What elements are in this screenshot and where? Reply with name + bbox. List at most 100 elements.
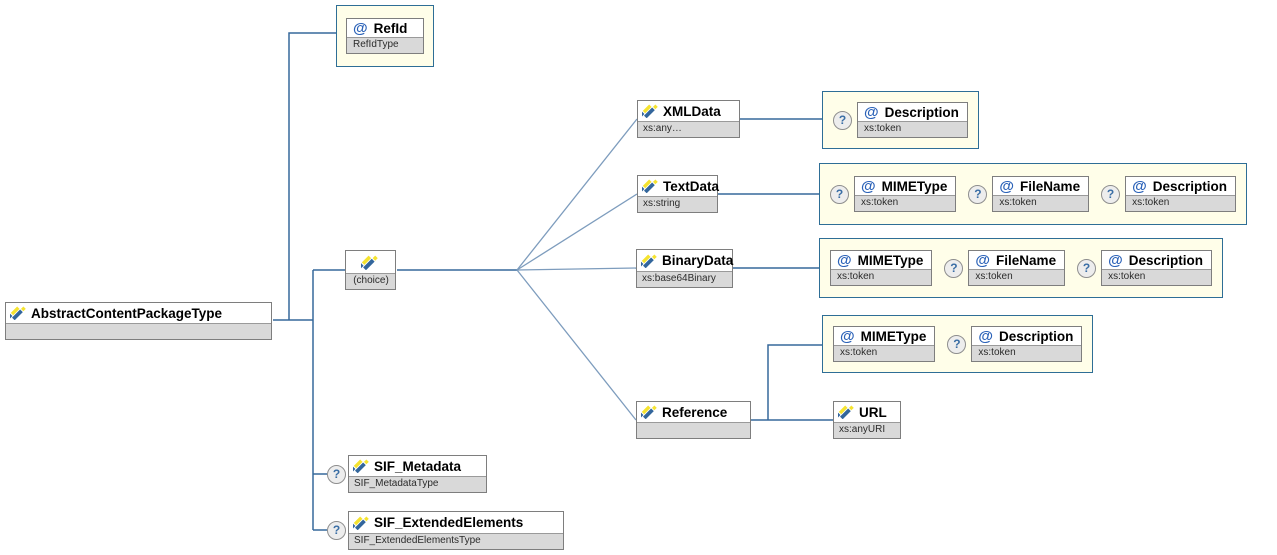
attribute-icon: @ bbox=[837, 252, 852, 269]
attr-description[interactable]: @ Description xs:token bbox=[857, 102, 968, 138]
attr-label: FileName bbox=[996, 253, 1057, 268]
attr-label: Description bbox=[1128, 253, 1203, 268]
node-textdata[interactable]: TextData xs:string bbox=[637, 175, 720, 213]
optional-indicator: ? bbox=[944, 258, 964, 278]
attr-pair: ? @ FileName xs:token bbox=[968, 176, 1090, 212]
node-sif-metadata[interactable]: SIF_Metadata SIF_MetadataType bbox=[348, 455, 487, 493]
node-type bbox=[6, 323, 271, 339]
node-choice[interactable]: (choice) bbox=[345, 250, 396, 290]
node-abstractcontentpackagetype[interactable]: AbstractContentPackageType bbox=[5, 302, 272, 340]
attribute-icon: @ bbox=[978, 328, 994, 345]
attr-pair: ? @ FileName xs:token bbox=[944, 250, 1066, 286]
attribute-icon: @ bbox=[840, 328, 855, 345]
binarydata-attr-group: @ MIMEType xs:token ? @ FileName xs:toke… bbox=[819, 238, 1223, 298]
wire-to-xmldata bbox=[516, 118, 638, 271]
attr-filename[interactable]: @ FileName xs:token bbox=[992, 176, 1090, 212]
attr-type: RefIdType bbox=[347, 37, 423, 53]
wire-to-textdata bbox=[516, 193, 638, 271]
node-label: SIF_ExtendedElements bbox=[374, 515, 524, 530]
element-icon bbox=[838, 405, 854, 419]
attr-type: xs:token bbox=[969, 269, 1065, 285]
node-type bbox=[637, 422, 750, 438]
attr-pair: ? @ Description xs:token bbox=[833, 102, 968, 138]
node-xmldata[interactable]: XMLData xs:any… bbox=[637, 100, 740, 138]
attr-header: @ MIMEType bbox=[834, 327, 934, 345]
optional-indicator: ? bbox=[327, 465, 346, 484]
optional-indicator: ? bbox=[327, 521, 346, 540]
attr-type: xs:token bbox=[831, 269, 932, 285]
node-header: SIF_ExtendedElements bbox=[349, 512, 563, 533]
attr-pair: ? @ Description xs:token bbox=[1077, 250, 1212, 286]
attr-description[interactable]: @ Description xs:token bbox=[971, 326, 1083, 362]
wire-to-reference bbox=[516, 269, 637, 421]
node-sif-extendedelements[interactable]: SIF_ExtendedElements SIF_ExtendedElement… bbox=[348, 511, 564, 550]
attr-label: MIMEType bbox=[881, 179, 948, 194]
node-label: URL bbox=[859, 404, 887, 420]
node-label: SIF_Metadata bbox=[374, 458, 462, 474]
attr-mimetype[interactable]: @ MIMEType xs:token bbox=[830, 250, 933, 286]
element-icon bbox=[642, 104, 658, 118]
attribute-icon: @ bbox=[1108, 252, 1123, 269]
optional-indicator: ? bbox=[833, 110, 852, 130]
node-header: URL bbox=[834, 402, 900, 422]
attr-description[interactable]: @ Description xs:token bbox=[1125, 176, 1236, 212]
node-header: BinaryData bbox=[637, 250, 733, 271]
attr-pair: ? @ Description xs:token bbox=[947, 326, 1083, 362]
optional-indicator: ? bbox=[1101, 184, 1121, 204]
attr-type: xs:token bbox=[834, 345, 935, 361]
attr-header: @ FileName bbox=[993, 177, 1088, 195]
element-icon bbox=[353, 516, 369, 530]
attr-label: Description bbox=[884, 105, 959, 120]
attr-pair: ? @ Description xs:token bbox=[1101, 176, 1236, 212]
choice-label: (choice) bbox=[346, 273, 395, 289]
attr-label: Description bbox=[999, 329, 1074, 344]
attribute-icon: @ bbox=[975, 252, 991, 269]
attr-label: MIMEType bbox=[857, 253, 924, 268]
attr-filename[interactable]: @ FileName xs:token bbox=[968, 250, 1066, 286]
node-url[interactable]: URL xs:anyURI bbox=[833, 401, 901, 439]
attr-type: xs:token bbox=[972, 345, 1082, 361]
attr-pair: ? @ MIMEType xs:token bbox=[830, 176, 957, 212]
attr-mimetype[interactable]: @ MIMEType xs:token bbox=[833, 326, 936, 362]
element-icon bbox=[641, 254, 657, 268]
choice-icon bbox=[361, 255, 378, 270]
attr-label: FileName bbox=[1020, 179, 1081, 194]
attr-label: Description bbox=[1152, 179, 1227, 194]
attr-type: xs:token bbox=[1102, 269, 1211, 285]
attr-mimetype[interactable]: @ MIMEType xs:token bbox=[854, 176, 957, 212]
refid-attr-group: @ RefId RefIdType bbox=[336, 5, 434, 67]
attribute-icon: @ bbox=[353, 20, 368, 37]
attribute-icon: @ bbox=[861, 178, 876, 195]
node-label: Reference bbox=[662, 404, 728, 420]
attr-header: @ MIMEType bbox=[855, 177, 955, 195]
node-binarydata[interactable]: BinaryData xs:base64Binary bbox=[636, 249, 733, 288]
node-header: TextData bbox=[638, 176, 720, 196]
attr-description[interactable]: @ Description xs:token bbox=[1101, 250, 1212, 286]
attr-refid[interactable]: @ RefId RefIdType bbox=[346, 18, 424, 54]
element-icon bbox=[641, 405, 657, 419]
xmldata-attr-group: ? @ Description xs:token bbox=[822, 91, 979, 149]
node-reference[interactable]: Reference bbox=[636, 401, 751, 439]
wire-to-binarydata bbox=[516, 267, 637, 271]
attr-header: @ Description bbox=[972, 327, 1081, 345]
optional-indicator: ? bbox=[947, 334, 967, 354]
wire-to-refid bbox=[288, 32, 336, 320]
element-icon bbox=[353, 459, 369, 473]
node-type: xs:string bbox=[638, 196, 717, 212]
node-label: TextData bbox=[663, 178, 720, 194]
reference-attr-group: @ MIMEType xs:token ? @ Description xs:t… bbox=[822, 315, 1094, 373]
attr-type: xs:token bbox=[1126, 195, 1235, 211]
optional-indicator: ? bbox=[968, 184, 988, 204]
attr-label: MIMEType bbox=[860, 329, 927, 344]
attr-pair: @ MIMEType xs:token bbox=[830, 250, 933, 286]
attr-type: xs:token bbox=[993, 195, 1089, 211]
node-type: SIF_MetadataType bbox=[349, 476, 486, 492]
attr-header: @ Description bbox=[1126, 177, 1235, 195]
attr-header: @ Description bbox=[1102, 251, 1211, 269]
node-header: XMLData bbox=[638, 101, 739, 121]
attr-header: @ RefId bbox=[347, 19, 423, 37]
node-type: xs:anyURI bbox=[834, 422, 900, 438]
wire-reference-attrs bbox=[767, 344, 822, 420]
